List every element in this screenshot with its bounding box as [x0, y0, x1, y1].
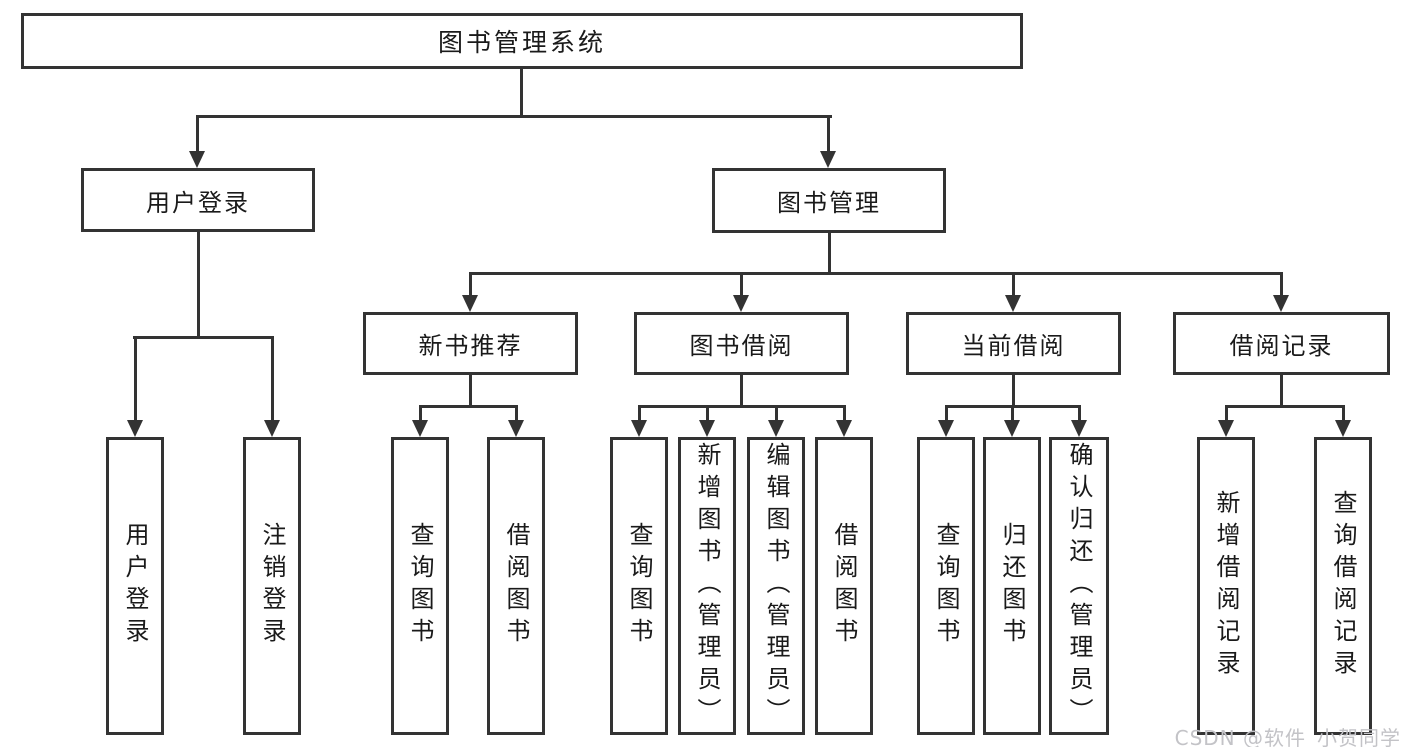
- leaf-edit-book-admin: 编辑图书（管理员）: [747, 437, 805, 735]
- leaf-borrow-query-book: 查询图书: [610, 437, 668, 735]
- node-new-book-recommend: 新书推荐: [363, 312, 578, 375]
- node-label: 借阅图书: [502, 522, 530, 650]
- arrow-down-icon: [264, 420, 280, 437]
- node-user-login: 用户登录: [81, 168, 315, 232]
- node-book-management: 图书管理: [712, 168, 946, 233]
- arrow-down-icon: [733, 295, 749, 312]
- connector-line: [469, 272, 472, 298]
- arrow-down-icon: [1335, 420, 1351, 437]
- node-label: 当前借阅: [961, 332, 1066, 360]
- connector-line: [1225, 405, 1228, 423]
- connector-line: [1342, 405, 1345, 423]
- connector-line: [706, 405, 709, 423]
- arrow-down-icon: [508, 420, 524, 437]
- connector-line: [638, 405, 846, 408]
- connector-line: [515, 405, 518, 423]
- csdn-watermark: CSDN @软件_小贺同学: [1174, 726, 1401, 747]
- node-label: 用户登录: [121, 522, 149, 650]
- connector-line: [1225, 405, 1345, 408]
- connector-line: [419, 405, 518, 408]
- connector-line: [196, 115, 199, 154]
- arrow-down-icon: [412, 420, 428, 437]
- node-label: 新书推荐: [418, 332, 523, 360]
- connector-line: [740, 272, 743, 298]
- node-label: 查询图书: [406, 522, 434, 650]
- node-label: 用户登录: [146, 188, 250, 217]
- leaf-recommend-borrow-book: 借阅图书: [487, 437, 545, 735]
- node-label: 新增图书（管理员）: [693, 442, 721, 730]
- connector-line: [775, 405, 778, 423]
- arrow-down-icon: [1273, 295, 1289, 312]
- leaf-return-book: 归还图书: [983, 437, 1041, 735]
- connector-line: [945, 405, 948, 423]
- arrow-down-icon: [631, 420, 647, 437]
- arrow-down-icon: [768, 420, 784, 437]
- leaf-add-book-admin: 新增图书（管理员）: [678, 437, 736, 735]
- arrow-down-icon: [462, 295, 478, 312]
- node-label: 归还图书: [998, 522, 1026, 650]
- connector-line: [271, 336, 274, 422]
- connector-line: [419, 405, 422, 423]
- node-label: 确认归还（管理员）: [1065, 442, 1093, 730]
- leaf-recommend-query-book: 查询图书: [391, 437, 449, 735]
- arrow-down-icon: [1004, 420, 1020, 437]
- connector-line: [638, 405, 641, 423]
- leaf-query-borrow-record: 查询借阅记录: [1314, 437, 1372, 735]
- node-label: 编辑图书（管理员）: [762, 442, 790, 730]
- arrow-down-icon: [189, 151, 205, 168]
- connector-line: [1280, 272, 1283, 298]
- node-label: 查询图书: [932, 522, 960, 650]
- node-label: 图书管理系统: [437, 28, 606, 57]
- connector-line: [196, 115, 832, 118]
- connector-line: [740, 374, 743, 407]
- leaf-logout: 注销登录: [243, 437, 301, 735]
- connector-line: [197, 232, 200, 338]
- arrow-down-icon: [820, 151, 836, 168]
- connector-line: [843, 405, 846, 423]
- arrow-down-icon: [1005, 295, 1021, 312]
- connector-line: [134, 336, 137, 422]
- connector-line: [827, 115, 830, 154]
- connector-line: [828, 233, 831, 274]
- node-label: 图书管理: [777, 189, 881, 217]
- arrow-down-icon: [938, 420, 954, 437]
- arrow-down-icon: [1071, 420, 1087, 437]
- arrow-down-icon: [127, 420, 143, 437]
- node-label: 查询借阅记录: [1329, 490, 1357, 682]
- node-label: 查询图书: [625, 522, 653, 650]
- arrow-down-icon: [836, 420, 852, 437]
- node-borrow-record: 借阅记录: [1173, 312, 1390, 375]
- node-label: 借阅记录: [1229, 332, 1334, 360]
- connector-line: [1078, 405, 1081, 423]
- leaf-confirm-return-admin: 确认归还（管理员）: [1049, 437, 1109, 735]
- leaf-current-query-book: 查询图书: [917, 437, 975, 735]
- connector-line: [1011, 405, 1014, 423]
- arrow-down-icon: [699, 420, 715, 437]
- node-current-borrow: 当前借阅: [906, 312, 1121, 375]
- leaf-user-login: 用户登录: [106, 437, 164, 735]
- leaf-borrow-book: 借阅图书: [815, 437, 873, 735]
- connector-line: [469, 272, 1283, 275]
- connector-line: [1012, 272, 1015, 298]
- connector-line: [1280, 374, 1283, 407]
- arrow-down-icon: [1218, 420, 1234, 437]
- node-label: 图书借阅: [689, 332, 794, 360]
- connector-line: [1012, 374, 1015, 407]
- node-label: 借阅图书: [830, 522, 858, 650]
- node-book-borrow: 图书借阅: [634, 312, 849, 375]
- connector-line: [520, 69, 523, 117]
- node-library-management-system: 图书管理系统: [21, 13, 1023, 69]
- connector-line: [133, 336, 274, 339]
- leaf-add-borrow-record: 新增借阅记录: [1197, 437, 1255, 735]
- node-label: 新增借阅记录: [1212, 490, 1240, 682]
- connector-line: [469, 374, 472, 407]
- node-label: 注销登录: [258, 522, 286, 650]
